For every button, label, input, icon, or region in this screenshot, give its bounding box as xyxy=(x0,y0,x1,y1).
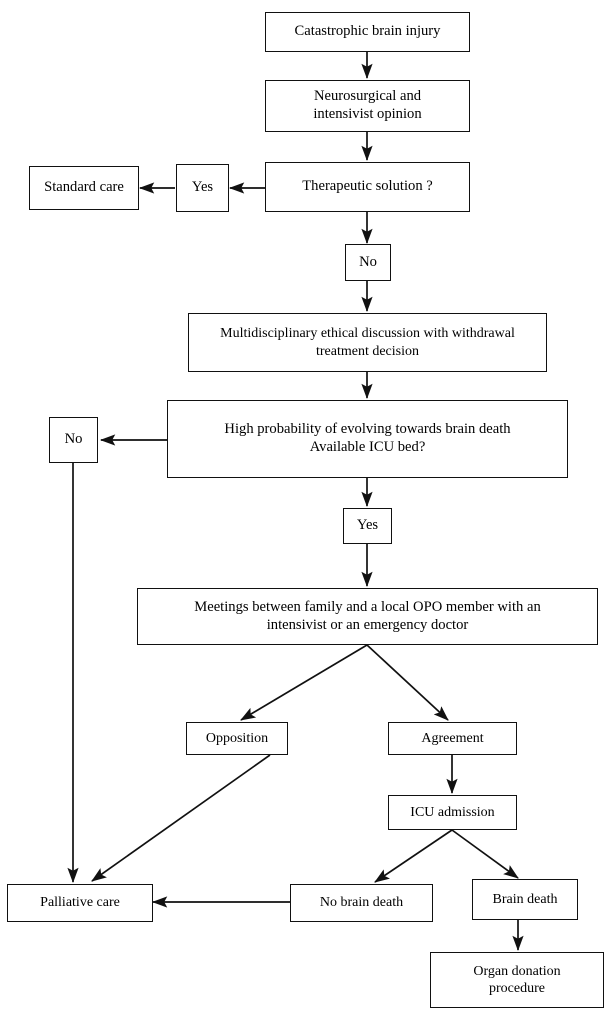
node-meetings-family-opo[interactable]: Meetings between family and a local OPO … xyxy=(137,588,598,645)
node-yes-probability[interactable]: Yes xyxy=(343,508,392,544)
node-no-brain-death-probability[interactable]: No xyxy=(49,417,98,463)
node-brain-death[interactable]: Brain death xyxy=(472,879,578,920)
node-label: Agreement xyxy=(421,730,484,746)
node-label: No xyxy=(359,253,377,270)
node-organ-donation[interactable]: Organ donation procedure xyxy=(430,952,604,1008)
node-standard-care[interactable]: Standard care xyxy=(29,166,139,210)
node-therapeutic-solution[interactable]: Therapeutic solution ? xyxy=(265,162,470,212)
node-label: Standard care xyxy=(44,179,124,196)
node-label: Opposition xyxy=(205,730,269,746)
node-label: Meetings between family and a local OPO … xyxy=(194,598,541,633)
node-no-therapeutic[interactable]: No xyxy=(345,244,391,281)
node-catastrophic-brain-injury[interactable]: Catastrophic brain injury xyxy=(265,12,470,52)
node-label: Brain death xyxy=(492,891,558,907)
node-agreement[interactable]: Agreement xyxy=(388,722,517,755)
node-label: ICU admission xyxy=(410,804,495,820)
node-yes-therapeutic[interactable]: Yes xyxy=(176,164,229,212)
edge-meetings-to-opposition xyxy=(240,644,368,721)
node-high-probability[interactable]: High probability of evolving towards bra… xyxy=(167,400,568,478)
node-neurosurgical-opinion[interactable]: Neurosurgical and intensivist opinion xyxy=(265,80,470,132)
node-label: Therapeutic solution ? xyxy=(302,178,433,195)
node-multidisciplinary-discussion[interactable]: Multidisciplinary ethical discussion wit… xyxy=(188,313,547,372)
node-label: Neurosurgical and intensivist opinion xyxy=(313,88,422,122)
node-label: Multidisciplinary ethical discussion wit… xyxy=(220,326,515,359)
node-label: Yes xyxy=(191,179,214,196)
node-palliative-care[interactable]: Palliative care xyxy=(7,884,153,922)
node-label: Organ donation procedure xyxy=(473,963,561,996)
edge-icu-to-no-brain-death xyxy=(374,829,453,883)
node-label: No brain death xyxy=(319,895,404,911)
node-label: Palliative care xyxy=(40,895,120,911)
node-label: No xyxy=(64,431,83,448)
node-label: Catastrophic brain injury xyxy=(294,23,441,40)
node-opposition[interactable]: Opposition xyxy=(186,722,288,755)
node-label: Yes xyxy=(356,517,379,534)
edge-opposition-to-palliative xyxy=(91,754,271,882)
node-no-brain-death[interactable]: No brain death xyxy=(290,884,433,922)
node-label: High probability of evolving towards bra… xyxy=(224,421,511,455)
node-icu-admission[interactable]: ICU admission xyxy=(388,795,517,830)
edge-icu-to-brain-death xyxy=(451,829,519,879)
edge-meetings-to-agreement xyxy=(366,644,449,721)
